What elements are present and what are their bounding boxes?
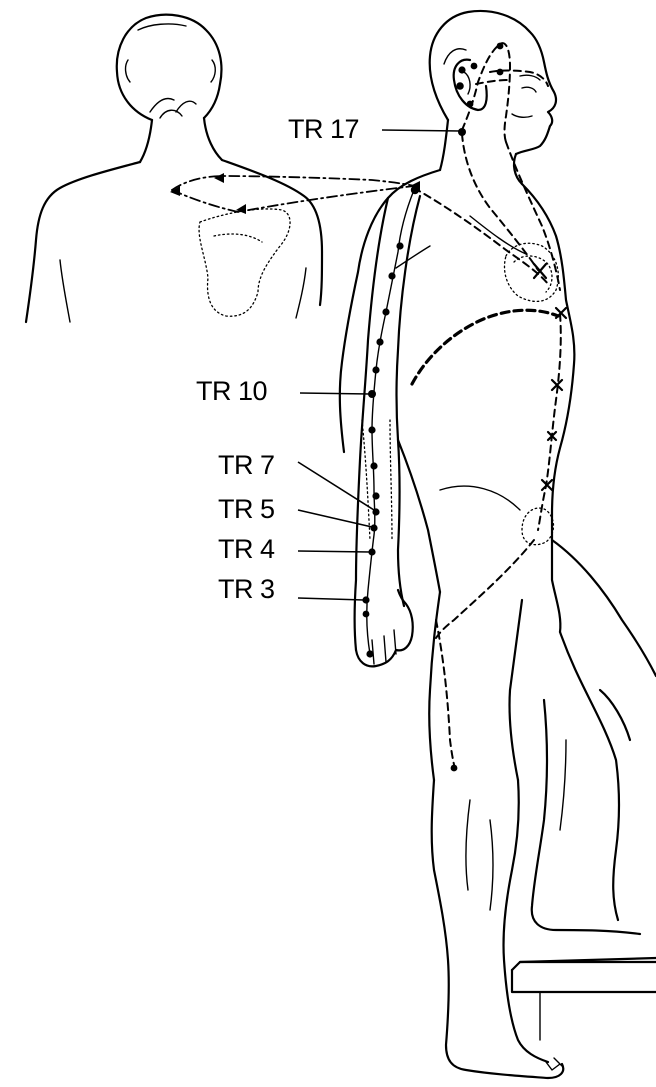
meridian-point bbox=[372, 492, 379, 499]
meridian-point-tr5 bbox=[370, 524, 377, 531]
meridian-point bbox=[382, 308, 389, 315]
leader-tr10 bbox=[300, 393, 370, 394]
label-tr3: TR 3 bbox=[218, 574, 275, 604]
leader-tr17 bbox=[382, 130, 460, 131]
meridian-point bbox=[471, 63, 478, 70]
meridian-point bbox=[458, 66, 465, 73]
meridian-point bbox=[368, 426, 375, 433]
meridian-point bbox=[376, 338, 383, 345]
back-view-figure bbox=[26, 15, 322, 322]
cross-markers bbox=[534, 264, 566, 490]
label-tr7: TR 7 bbox=[218, 450, 275, 480]
leader-tr7 bbox=[298, 462, 374, 510]
label-tr10: TR 10 bbox=[196, 376, 267, 406]
meridian-point bbox=[372, 366, 379, 373]
meridian-point bbox=[370, 462, 377, 469]
meridian-point bbox=[388, 272, 395, 279]
label-tr5: TR 5 bbox=[218, 494, 275, 524]
label-tr17: TR 17 bbox=[288, 114, 359, 144]
point-labels: TR 17 TR 10 TR 7 TR 5 TR 4 TR 3 bbox=[196, 114, 460, 604]
meridian-point bbox=[363, 611, 370, 618]
meridian-point bbox=[411, 186, 419, 194]
torso-meridian-path bbox=[412, 310, 558, 384]
meridian-point bbox=[467, 101, 474, 108]
leader-tr5 bbox=[298, 510, 372, 527]
meridian-point bbox=[497, 43, 504, 50]
standing-figure bbox=[340, 11, 656, 1078]
meridian-point bbox=[396, 242, 403, 249]
label-tr4: TR 4 bbox=[218, 534, 275, 564]
meridian-point bbox=[456, 82, 464, 90]
back-point-marker bbox=[214, 173, 224, 183]
leader-tr4 bbox=[298, 551, 370, 552]
abdomen-meridian-path bbox=[538, 314, 561, 530]
meridian-point-tr17 bbox=[458, 128, 466, 136]
meridian-point bbox=[497, 69, 504, 76]
meridian-point bbox=[366, 650, 373, 657]
meridian-point bbox=[451, 765, 458, 772]
neck-meridian-path bbox=[462, 134, 538, 270]
